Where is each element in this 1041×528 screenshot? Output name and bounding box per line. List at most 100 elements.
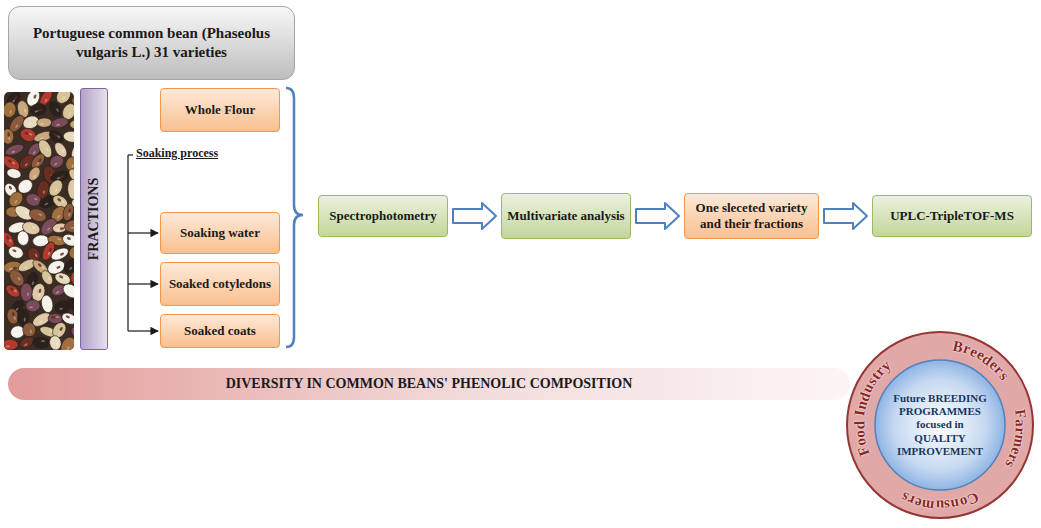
fractions-band: FRACTIONS (80, 88, 108, 350)
bean-speckle (51, 316, 56, 319)
bean (47, 99, 64, 118)
bean-speckle (53, 132, 58, 137)
bean (58, 335, 74, 350)
bean-shine (57, 135, 61, 139)
bean-shine (41, 340, 45, 342)
bean-shine (56, 228, 60, 230)
bean-body (61, 256, 74, 275)
bean-shine (66, 346, 70, 350)
bean-speckle (7, 132, 10, 136)
node-text: Multivariate analysis (507, 208, 624, 224)
bean-body (22, 322, 36, 337)
bean (61, 202, 74, 222)
bean-shine (56, 342, 59, 346)
bean-body (61, 281, 74, 301)
bean-shine (47, 251, 50, 255)
bean-speckle (48, 247, 52, 252)
bean-shine (69, 316, 73, 319)
bean-shine (36, 162, 40, 166)
bean-body (29, 102, 47, 117)
bean-shine (70, 227, 74, 229)
tree-tick (128, 154, 133, 155)
bean-shine (53, 268, 57, 271)
method-box: Spectrophotometry (318, 195, 448, 237)
bean-shine (14, 200, 18, 204)
bean (32, 337, 49, 349)
bean-speckle (33, 94, 37, 99)
bean-body (4, 101, 17, 119)
bean-shine (24, 317, 26, 321)
node-text: Portuguese common bean (Phaseolus vulgar… (21, 24, 283, 62)
bean-speckle (13, 95, 18, 100)
bean-shine (41, 265, 45, 269)
block-arrow (824, 203, 867, 229)
bean-shine (74, 189, 75, 193)
bean (22, 322, 36, 337)
ring-letter: a (1012, 419, 1029, 427)
bean-shine (28, 133, 32, 136)
bean-body (49, 246, 70, 263)
node-text: DIVERSITY IN COMMON BEANS' PHENOLIC COMP… (226, 376, 633, 392)
bean-body (70, 119, 74, 130)
bean-shine (31, 281, 34, 285)
fraction-bracket (286, 88, 303, 347)
fraction-box: Soaking water (160, 212, 280, 254)
bean (4, 142, 25, 157)
bean (49, 246, 70, 263)
bean-shine (31, 226, 35, 229)
bean-body (4, 283, 22, 300)
bean (67, 179, 74, 199)
bean (61, 256, 74, 275)
node-text: Future BREEDING PROGRAMMES focused in QU… (890, 392, 990, 458)
bean-shine (57, 238, 61, 241)
ring-outline (847, 332, 1033, 518)
block-arrow (636, 203, 679, 229)
bean-body (64, 219, 74, 234)
bean (64, 219, 74, 234)
bean-speckle (38, 158, 43, 163)
bean-shine (16, 250, 20, 253)
bean-shine (38, 293, 41, 297)
goal-circle: Future BREEDING PROGRAMMES focused in QU… (874, 359, 1006, 491)
bean-speckle (57, 198, 62, 203)
bean-shine (56, 123, 60, 126)
ring-letter: u (935, 497, 943, 514)
bean-shine (9, 110, 11, 114)
bean-body (61, 202, 74, 222)
bean-body (4, 129, 14, 145)
ring-letter: d (851, 421, 868, 429)
tree-branch (128, 232, 158, 233)
ring-label: Consumers (845, 330, 1035, 520)
node-text: Soaked cotyledons (169, 276, 271, 292)
bean-body (67, 243, 74, 261)
method-box: UPLC-TripleTOF-MS (872, 195, 1032, 237)
bean-shine (38, 213, 42, 216)
bean (61, 281, 74, 301)
method-box: Multivariate analysis (501, 193, 631, 239)
bean (25, 299, 40, 312)
bean-shine (55, 291, 59, 294)
bean-shine (34, 253, 38, 257)
bean-body (6, 167, 22, 180)
bean-shine (32, 150, 36, 154)
bean (29, 102, 47, 117)
bean-shine (56, 177, 60, 180)
step-label: Soaking process (136, 146, 218, 161)
bean-shine (29, 306, 33, 308)
bean-body (4, 142, 25, 157)
bean (67, 243, 74, 261)
bean (70, 119, 74, 130)
bean-shine (37, 241, 41, 243)
fraction-box: Soaked cotyledons (160, 262, 280, 306)
bean (63, 130, 74, 143)
bean-body (47, 99, 64, 118)
bean-shine (55, 316, 59, 318)
bean-body (40, 294, 54, 314)
node-text: Soaking water (180, 225, 260, 241)
ring-label: Breeders (845, 330, 1035, 520)
bean-shine (48, 303, 51, 307)
selection-box: One sleceted variety and their fractions (684, 193, 819, 239)
bean (4, 339, 18, 350)
bean-shine (32, 98, 35, 102)
